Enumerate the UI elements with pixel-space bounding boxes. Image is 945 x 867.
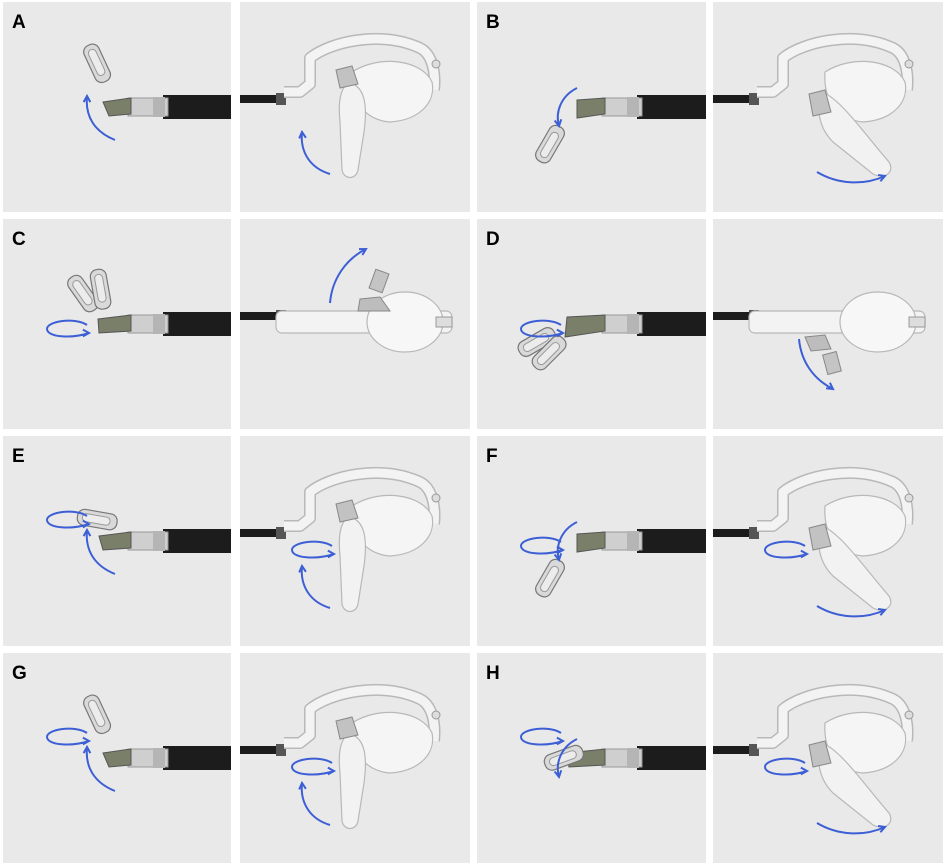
instrument-shaft [535,95,706,164]
handle-arrow [798,338,835,391]
handle-arrow [298,129,331,175]
roll-arrow [519,319,566,338]
panel-e-handle [240,436,470,646]
panel-label: G [12,663,27,684]
instrument-shaft [83,43,231,119]
handle-roll-arrow [290,540,337,559]
panel-h-handle [713,653,943,863]
panel-d-handle [713,219,943,429]
instrument-handle [240,467,441,613]
end-effector-jaws [535,97,606,164]
panel-h-tip: H [477,653,706,863]
instrument-shaft [535,529,706,598]
instrument-shaft [83,694,231,770]
end-effector-jaws [67,268,132,334]
handle-roll-arrow [290,757,337,776]
panel-label: E [12,446,25,467]
handle-arrow [816,605,887,618]
panel-a-tip: A [3,2,231,212]
roll-arrow [45,510,92,529]
rotation-arrow [553,521,578,563]
instrument-shaft [67,268,231,336]
end-effector-jaws [83,694,132,768]
panel-label: A [12,12,26,33]
panel-g-tip: G [3,653,231,863]
panel-a-handle [240,2,470,212]
handle-roll-arrow [763,757,810,776]
handle-arrow [816,822,887,835]
instrument-handle [240,268,453,353]
roll-arrow [45,727,92,746]
end-effector-jaws [535,531,606,598]
instrument-handle [713,684,914,828]
instrument-handle [713,33,914,177]
panel-label: H [486,663,500,684]
instrument-handle [713,291,926,376]
rotation-arrow [553,87,578,129]
panel-label: C [12,229,26,250]
panel-label: B [486,12,500,33]
panel-label: F [486,446,498,467]
panel-label: D [486,229,500,250]
instrument-handle [240,33,441,179]
handle-arrow [816,171,887,184]
end-effector-jaws [543,744,606,771]
rotation-arrow [553,738,578,780]
panel-g-handle [240,653,470,863]
roll-arrow [45,319,92,338]
handle-arrow [298,563,331,609]
end-effector-jaws [83,43,132,117]
roll-arrow [519,727,566,746]
handle-arrow [329,247,368,304]
handle-roll-arrow [763,540,810,559]
panel-b-handle [713,2,943,212]
panel-f-handle [713,436,943,646]
instrument-handle [240,684,441,830]
panel-d-tip: D [477,219,706,429]
roll-arrow [519,536,566,555]
panel-b-tip: B [477,2,706,212]
rotation-arrow [82,527,116,575]
instrument-shaft [76,508,231,553]
instrument-handle [713,467,914,611]
panel-c-tip: C [3,219,231,429]
instrument-shaft [543,744,706,771]
rotation-arrow [82,93,116,141]
panel-e-tip: E [3,436,231,646]
panel-f-tip: F [477,436,706,646]
rotation-arrow [82,744,116,792]
panel-c-handle [240,219,470,429]
handle-arrow [298,780,331,826]
